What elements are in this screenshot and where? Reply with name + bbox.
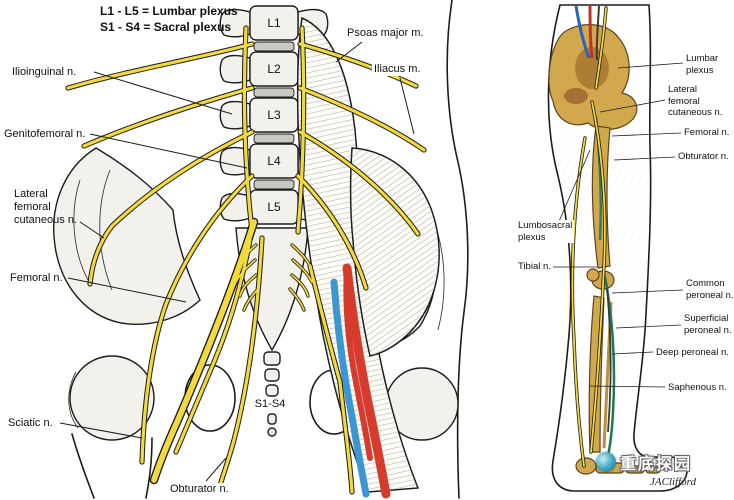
label-femoral-right: Femoral n. xyxy=(684,127,730,138)
left-panel-illustration xyxy=(53,0,469,499)
label-superficial-peroneal: Superficial peroneal n. xyxy=(684,313,732,336)
iliacus-muscle xyxy=(349,147,440,357)
artist-signature: JAClifford xyxy=(650,476,697,488)
iliac-vessels xyxy=(330,263,391,499)
watermark: 重底探园 xyxy=(596,450,692,474)
sacral-segments-label: S1-S4 xyxy=(252,398,288,411)
label-lumbar-plexus: Lumbar plexus xyxy=(686,53,719,76)
leg-vessels-and-nerves xyxy=(570,5,616,468)
label-common-peroneal: Common peroneal n. xyxy=(686,278,734,301)
label-lumbosacral-plexus: Lumbosacral plexus xyxy=(516,220,575,244)
label-tibial: Tibial n. xyxy=(516,261,553,273)
deep-peroneal-line xyxy=(606,287,612,433)
label-femoral: Femoral n. xyxy=(10,272,63,284)
label-lateral-femoral-cutaneous-right: Lateral femoral cutaneous n. xyxy=(668,84,723,119)
label-iliacus: Iliacus m. xyxy=(372,63,423,76)
vertebra-label-l1: L1 xyxy=(267,16,281,30)
label-deep-peroneal: Deep peroneal n. xyxy=(656,347,729,358)
vertebra-label-l3: L3 xyxy=(267,108,281,122)
label-saphenous: Saphenous n. xyxy=(668,382,727,393)
watermark-logo-icon xyxy=(596,452,616,472)
label-obturator-right: Obturator n. xyxy=(678,151,729,162)
watermark-text: 重底探园 xyxy=(620,456,693,473)
legend-lumbar: L1 - L5 = Lumbar plexus xyxy=(100,4,238,18)
label-genitofemoral: Genitofemoral n. xyxy=(4,128,86,140)
label-obturator: Obturator n. xyxy=(168,483,231,496)
leader-lines-right xyxy=(553,62,684,388)
iliac-vein xyxy=(330,278,370,498)
label-psoas-major: Psoas major m. xyxy=(345,27,426,40)
label-ilioinguinal: Ilioinguinal n. xyxy=(12,66,77,78)
label-sciatic: Sciatic n. xyxy=(8,417,53,429)
legend-sacral: S1 - S4 = Sacral plexus xyxy=(100,20,232,34)
iliac-artery xyxy=(342,263,391,499)
vertebra-label-l2: L2 xyxy=(267,62,281,76)
leg-bones xyxy=(548,24,661,475)
superficial-peroneal-line xyxy=(602,271,616,457)
right-panel-illustration xyxy=(547,4,688,492)
leader-lines-left xyxy=(59,41,415,482)
vertebra-label-l5: L5 xyxy=(267,200,281,214)
vertebral-column xyxy=(219,5,329,225)
label-lateral-femoral-cutaneous: Lateral femoral cutaneous n. xyxy=(14,188,77,226)
vertebra-label-l4: L4 xyxy=(267,154,281,168)
